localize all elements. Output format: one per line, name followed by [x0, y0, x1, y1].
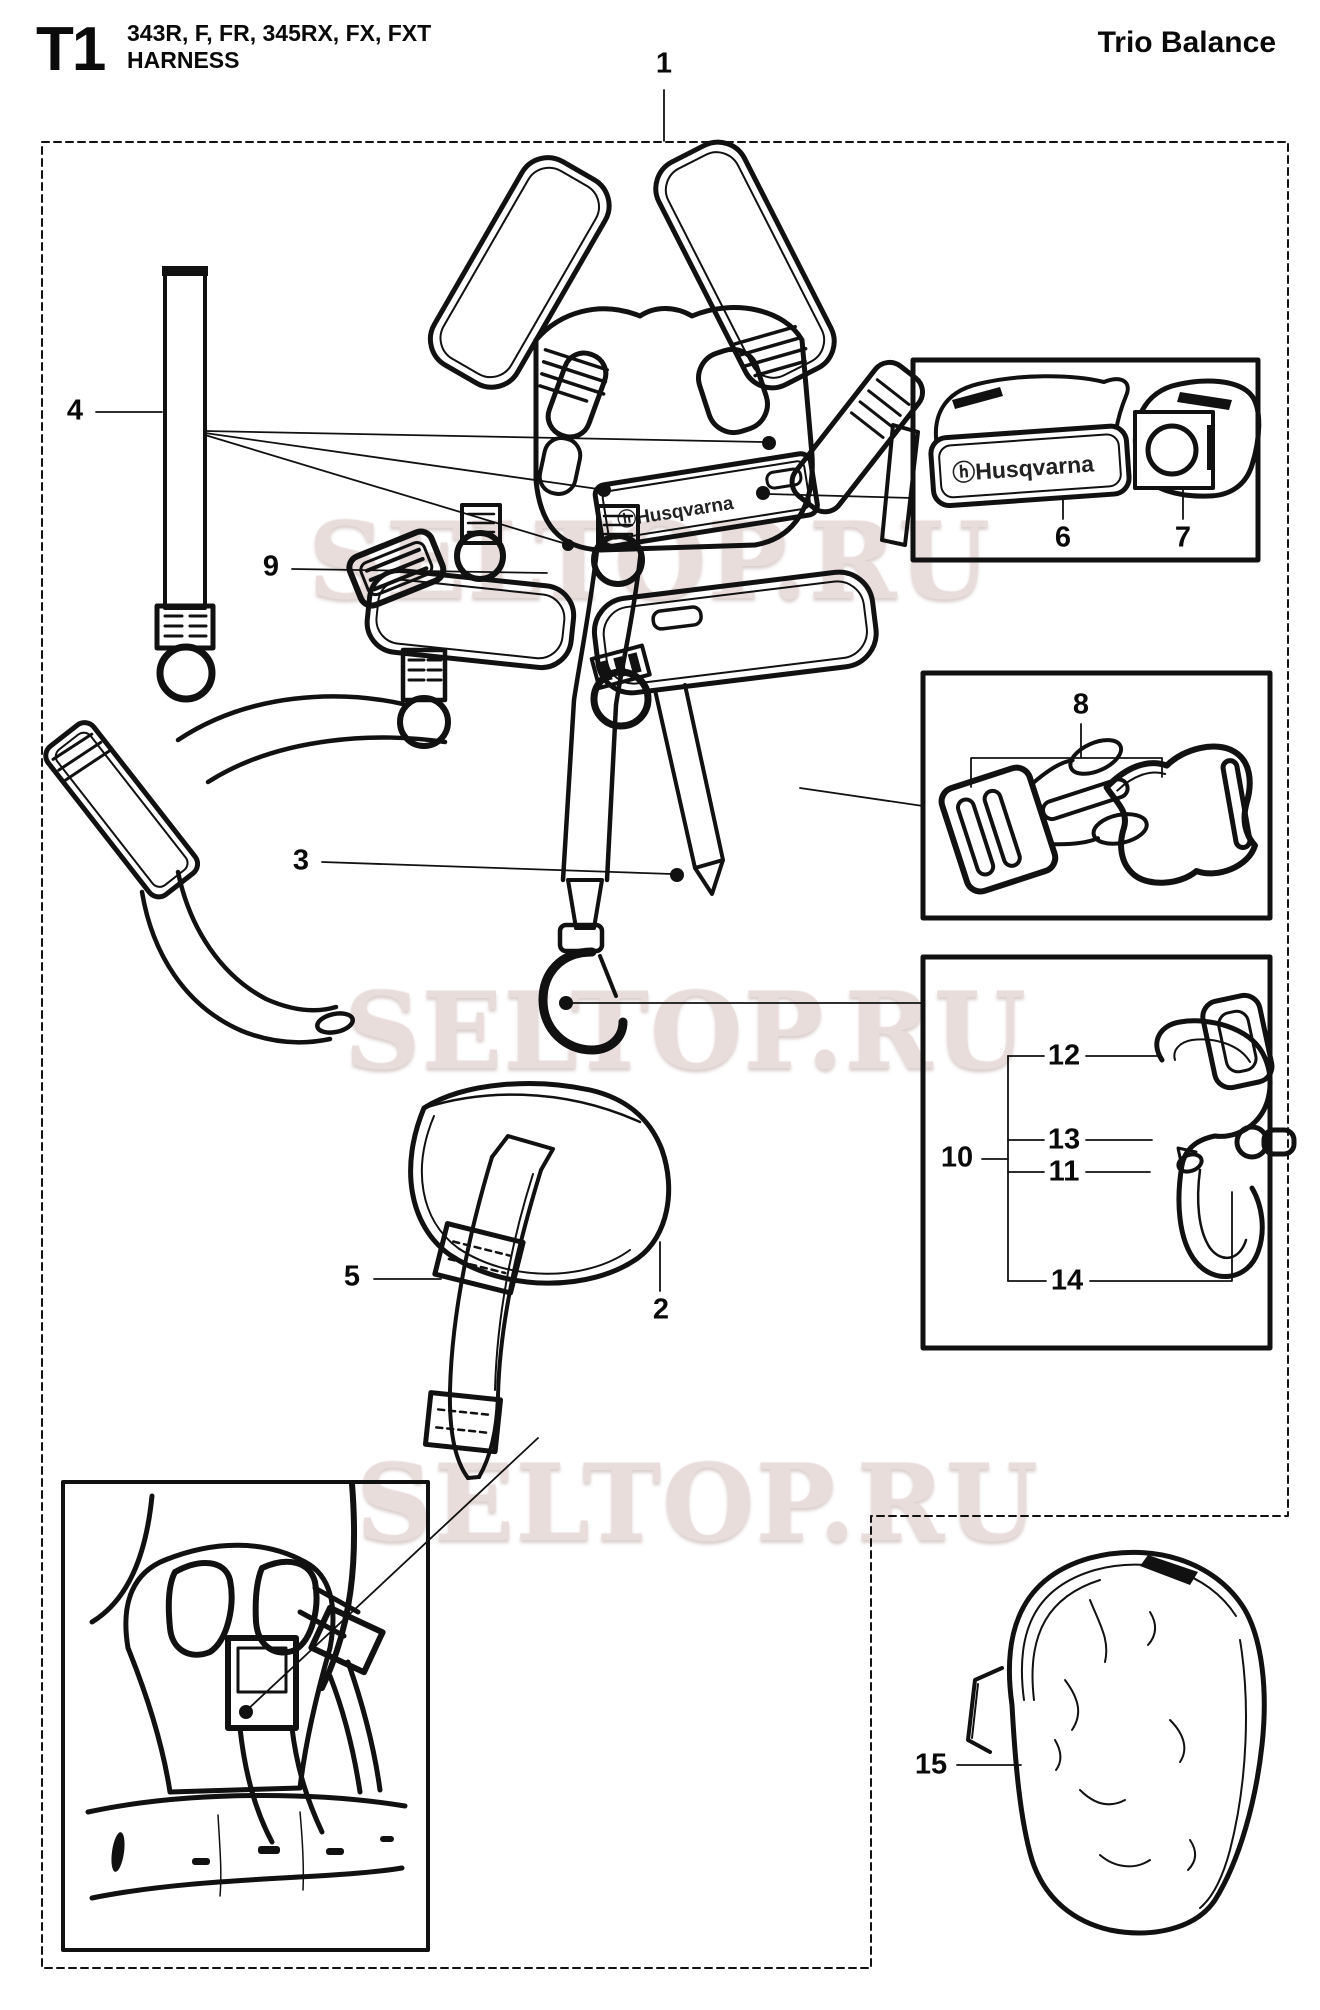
- callout-15: 15: [914, 1748, 948, 1781]
- strap-4: [154, 266, 216, 703]
- storage-bag-15: [966, 1549, 1267, 1936]
- callout-14: 14: [1050, 1264, 1084, 1297]
- callout-5: 5: [343, 1260, 361, 1293]
- watermark: SELTOP.RU: [344, 968, 1028, 1093]
- callout-8: 8: [1072, 688, 1090, 721]
- page-subtitle: HARNESS: [127, 47, 240, 73]
- callout-1: 1: [655, 47, 673, 80]
- pad-2: [408, 1081, 672, 1286]
- harness-illustration: ⓗHusqvarna: [364, 139, 925, 1055]
- callout-6: 6: [1054, 521, 1072, 554]
- brand-text-harness: ⓗHusqvarna: [616, 491, 736, 532]
- leader-dots: [239, 436, 776, 1719]
- callout-4: 4: [66, 394, 84, 427]
- strap-5: [422, 1134, 555, 1480]
- callout-2: 2: [652, 1293, 670, 1326]
- frame-border: [41, 141, 1289, 1969]
- callout-3: 3: [292, 844, 310, 877]
- callout-12: 12: [1047, 1039, 1081, 1072]
- buckle-box-8: [920, 670, 1273, 921]
- callout-9: 9: [262, 550, 280, 583]
- callout-7: 7: [1174, 521, 1192, 554]
- tube-3: [43, 647, 451, 1045]
- inset-detail-box: [61, 1480, 430, 1952]
- hook-box-10-14: [920, 954, 1297, 1351]
- callout-11: 11: [1048, 1155, 1080, 1188]
- leader-lines: [95, 89, 1233, 1766]
- product-name: Trio Balance: [1097, 26, 1276, 59]
- model-list: 343R, F, FR, 345RX, FX, FXT: [127, 20, 432, 46]
- pad-box-6-7: ⓗHusqvarna: [910, 357, 1262, 563]
- page-code: T1: [36, 15, 106, 84]
- callout-10: 10: [940, 1141, 974, 1174]
- callout-13: 13: [1047, 1123, 1081, 1156]
